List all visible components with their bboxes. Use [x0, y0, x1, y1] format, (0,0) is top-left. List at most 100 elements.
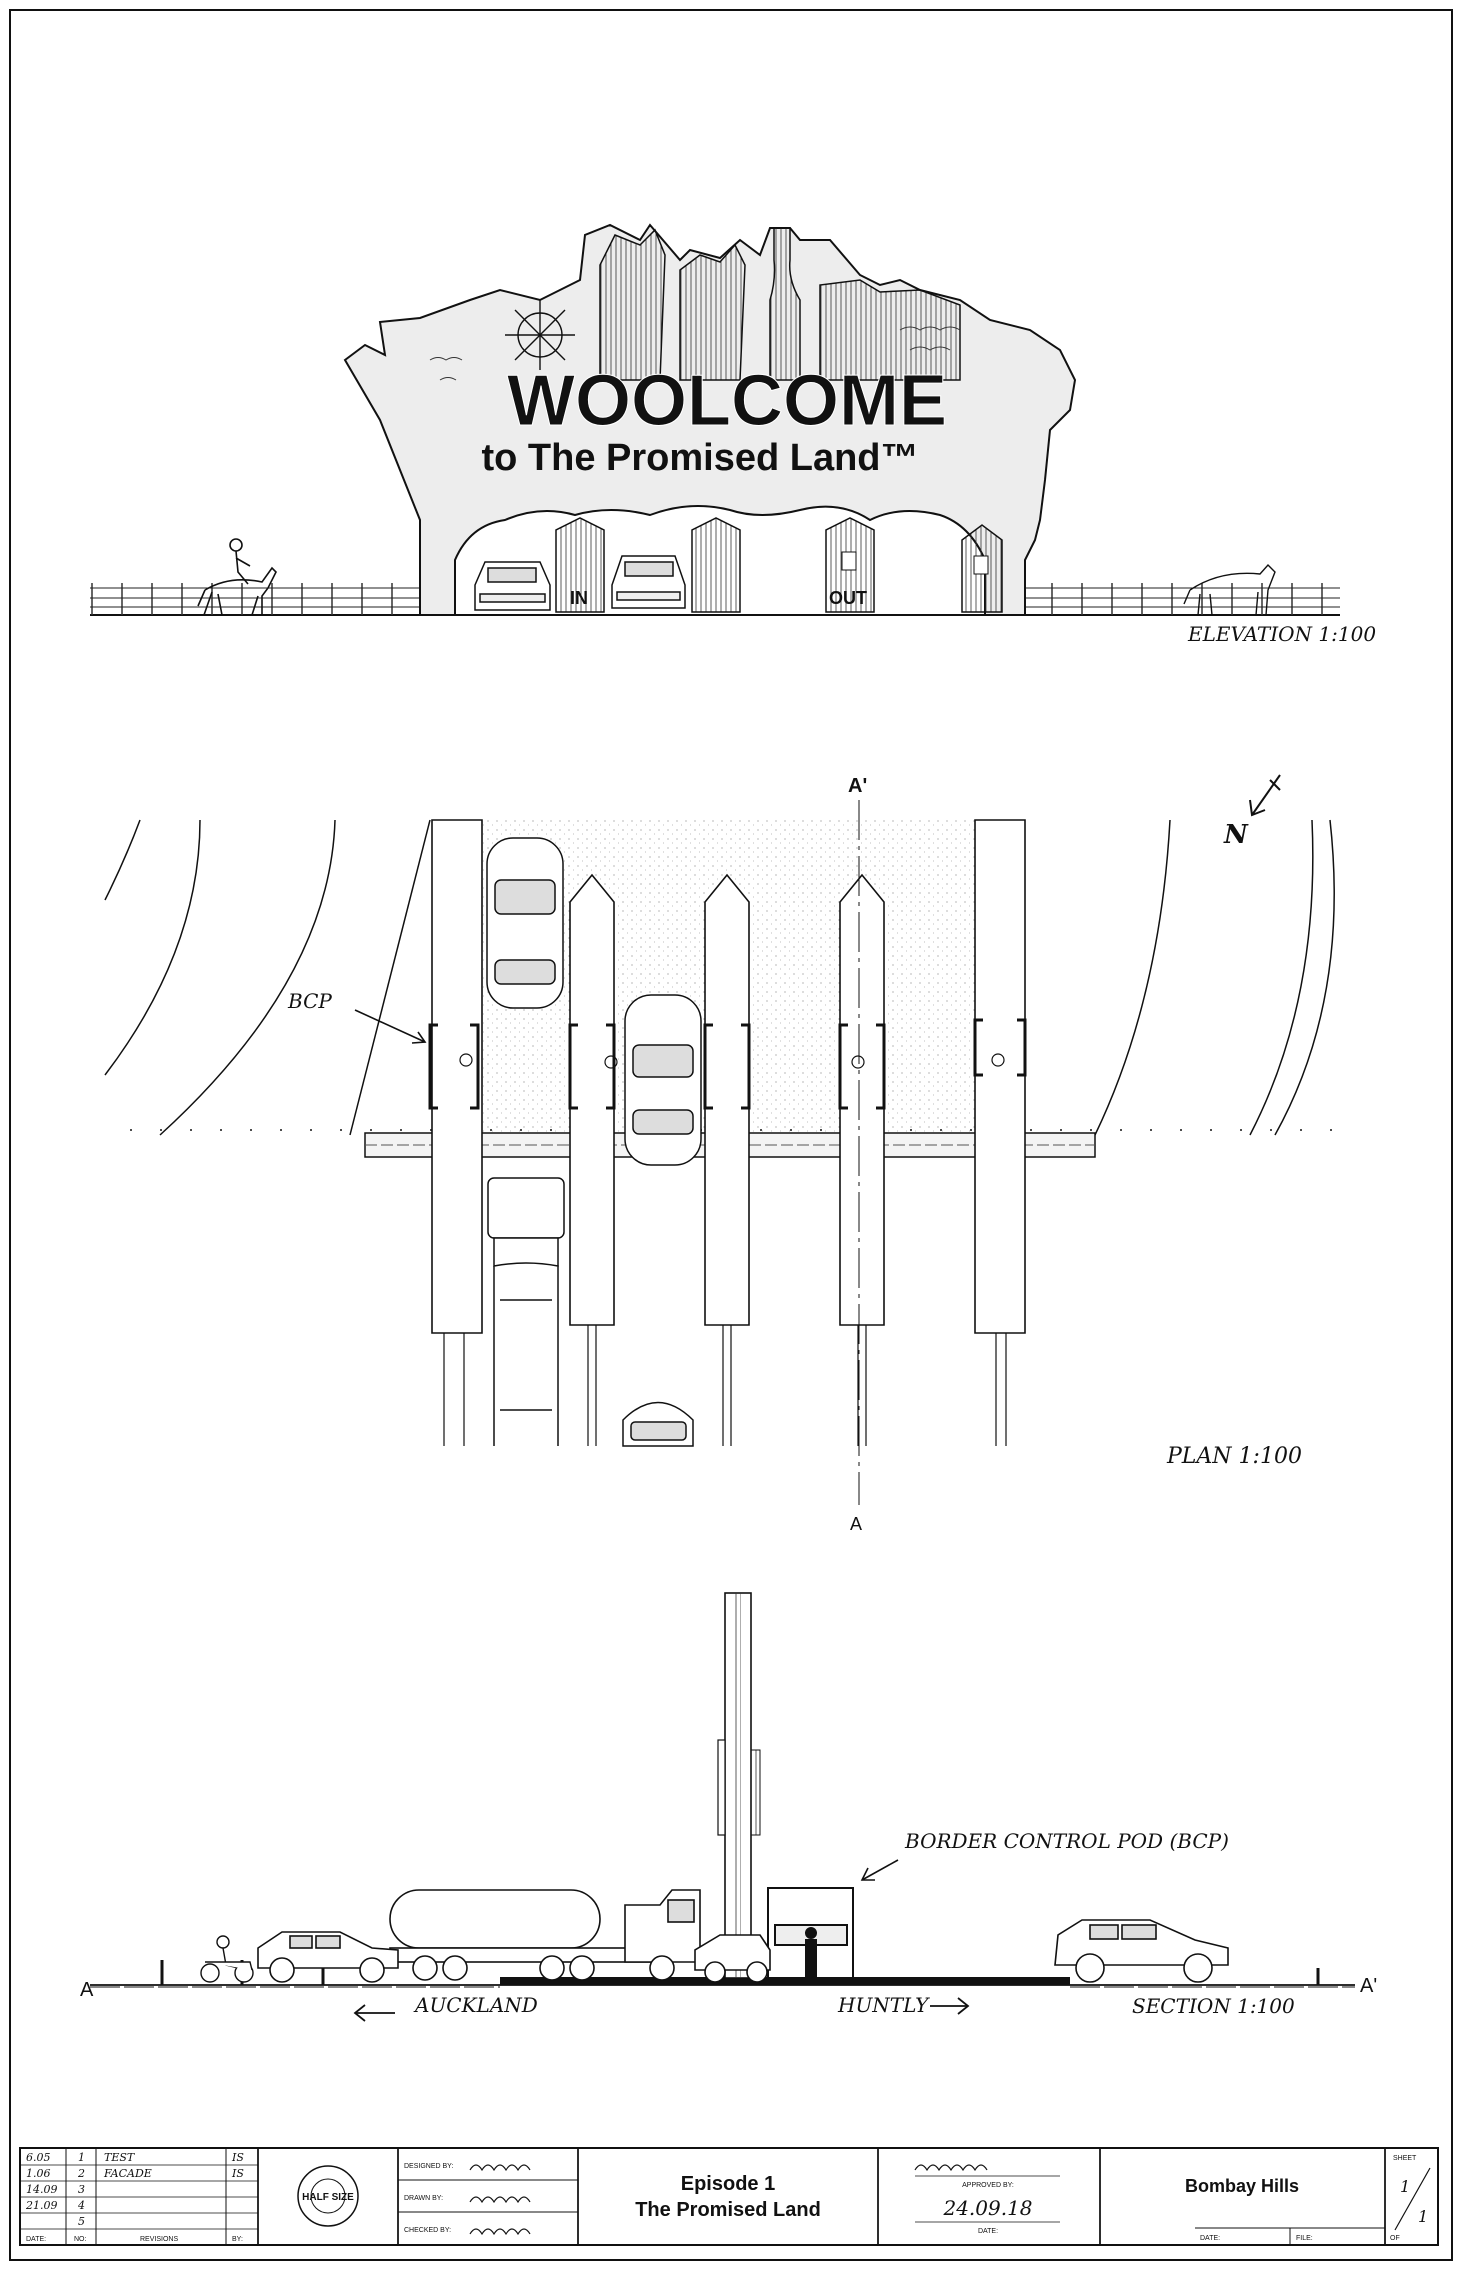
approved-date-label: DATE: — [978, 2228, 998, 2235]
revision-by-cell: IS — [231, 2151, 244, 2164]
plan-view: A' A N BCP PLAN 1:100 — [104, 774, 1360, 1534]
small-date-label: DATE: — [1200, 2235, 1220, 2242]
contour-left-4 — [349, 819, 431, 1136]
drawn-by-label: DRAWN BY: — [404, 2195, 443, 2202]
revision-date-cell: 1.06 — [26, 2167, 51, 2180]
plan-caption: PLAN 1:100 — [1166, 1444, 1302, 1469]
section-view: BORDER CONTROL POD (BCP) — [80, 1592, 1377, 2022]
sign-sheep-silhouette — [679, 243, 746, 381]
revision-date-cell: 14.09 — [26, 2183, 58, 2196]
lane-out-label: OUT — [829, 588, 867, 608]
section-right-end-label: A' — [1360, 1975, 1377, 1997]
drawn-by-signature — [469, 2196, 531, 2204]
section-tanker-truck — [389, 1889, 701, 1981]
revision-date-cell: 6.05 — [26, 2151, 51, 2164]
plan-bcp-label: BCP — [287, 989, 332, 1013]
revision-no-cell: 5 — [78, 2215, 85, 2228]
booth-1 — [555, 517, 605, 613]
section-bcp-callout: BORDER CONTROL POD (BCP) — [904, 1829, 1229, 1853]
contour-right-1 — [1094, 819, 1171, 1136]
sign-bottle-silhouette — [769, 227, 801, 381]
revision-no-cell: 3 — [78, 2183, 85, 2196]
contour-right-3 — [1274, 819, 1335, 1136]
car-front-2 — [611, 555, 686, 609]
island-3 — [704, 873, 750, 1326]
half-size-stamp-text: HALF SIZE — [302, 2192, 354, 2203]
section-car-left — [257, 1931, 399, 1983]
revision-by-cell: IS — [231, 2167, 244, 2180]
car-front-1 — [474, 561, 551, 611]
bcp-leader-line — [354, 1009, 426, 1043]
contour-left-2 — [104, 819, 201, 1076]
plan-car-3 — [622, 1401, 694, 1447]
contour-left-3 — [159, 819, 336, 1136]
revision-no-cell: 4 — [77, 2199, 85, 2212]
revision-desc-cell: FACADE — [103, 2167, 152, 2180]
section-slab — [500, 1977, 1070, 1985]
plan-car-2 — [624, 994, 702, 1166]
contour-right-2 — [1249, 819, 1314, 1136]
section-quad-rider — [200, 1935, 254, 1983]
lane-in-label: IN — [570, 588, 588, 608]
rev-header-no: NO: — [74, 2236, 87, 2243]
island-tails — [443, 1325, 1007, 1446]
plan-truck — [487, 1177, 565, 1446]
sign-subtitle: to The Promised Land™ — [481, 437, 918, 479]
elevation-view: WOOLCOME to The Promised Land™ IN OUT EL… — [90, 223, 1376, 646]
approved-by-label: APPROVED BY: — [962, 2182, 1014, 2189]
section-bcp-pod — [767, 1887, 854, 1979]
bcp-pod-4 — [838, 1023, 886, 1110]
revision-desc-cell: TEST — [104, 2151, 136, 2164]
island-4 — [839, 873, 885, 1326]
plan-section-bottom-label: A — [850, 1514, 862, 1534]
designed-by-label: DESIGNED BY: — [404, 2163, 453, 2170]
section-dir-right-label: HUNTLY — [837, 1993, 930, 2017]
section-suv-right — [1054, 1919, 1229, 1983]
revision-no-cell: 2 — [77, 2167, 85, 2180]
bcp-pod-5 — [973, 1018, 1027, 1077]
arrow-left-icon — [353, 2004, 395, 2022]
sheet-number: 1 — [1400, 2177, 1410, 2196]
approved-date: 24.09.18 — [942, 2196, 1032, 2220]
plan-car-1 — [486, 837, 564, 1009]
sheet-divider — [1394, 2167, 1431, 2231]
rev-header-date: DATE: — [26, 2236, 46, 2243]
sign-animal-silhouette — [819, 279, 961, 381]
project-title: The Promised Land — [635, 2199, 821, 2221]
section-dir-left-label: AUCKLAND — [413, 1993, 538, 2017]
revision-no-cell: 1 — [78, 2151, 85, 2164]
booth-2 — [691, 517, 741, 613]
project-episode: Episode 1 — [681, 2173, 775, 2195]
north-label: N — [1223, 820, 1249, 850]
section-caption: SECTION 1:100 — [1132, 1994, 1295, 2018]
section-car-middle — [694, 1934, 771, 1983]
sign-section-fin — [717, 1739, 726, 1836]
sign-title: WOOLCOME — [507, 361, 947, 441]
rev-header-desc: REVISIONS — [140, 2236, 178, 2243]
island-5 — [974, 819, 1026, 1334]
half-size-stamp — [297, 2165, 359, 2227]
booth-4 — [961, 524, 1003, 613]
sheet-border — [9, 9, 1453, 2261]
sheet-label: SHEET — [1393, 2155, 1417, 2162]
approved-by-signature — [914, 2164, 988, 2172]
plan-section-top-label: A' — [848, 775, 867, 797]
checked-by-label: CHECKED BY: — [404, 2227, 451, 2234]
bcp-pod-2 — [568, 1023, 618, 1110]
designed-by-signature — [469, 2164, 531, 2172]
section-left-end-label: A — [80, 1979, 94, 2001]
section-callout-leader — [861, 1859, 899, 1881]
cattle-figures — [1183, 563, 1276, 616]
booth-3 — [825, 517, 875, 613]
sign-foliage-texture — [429, 326, 961, 381]
bcp-pod-3 — [703, 1023, 751, 1110]
checked-by-signature — [469, 2228, 531, 2236]
rev-header-by: BY: — [232, 2236, 243, 2243]
sign-sun-burst — [505, 300, 575, 370]
sheet-total: 1 — [1418, 2207, 1428, 2226]
file-label: FILE: — [1296, 2235, 1313, 2242]
arrow-right-icon — [930, 1997, 970, 2015]
